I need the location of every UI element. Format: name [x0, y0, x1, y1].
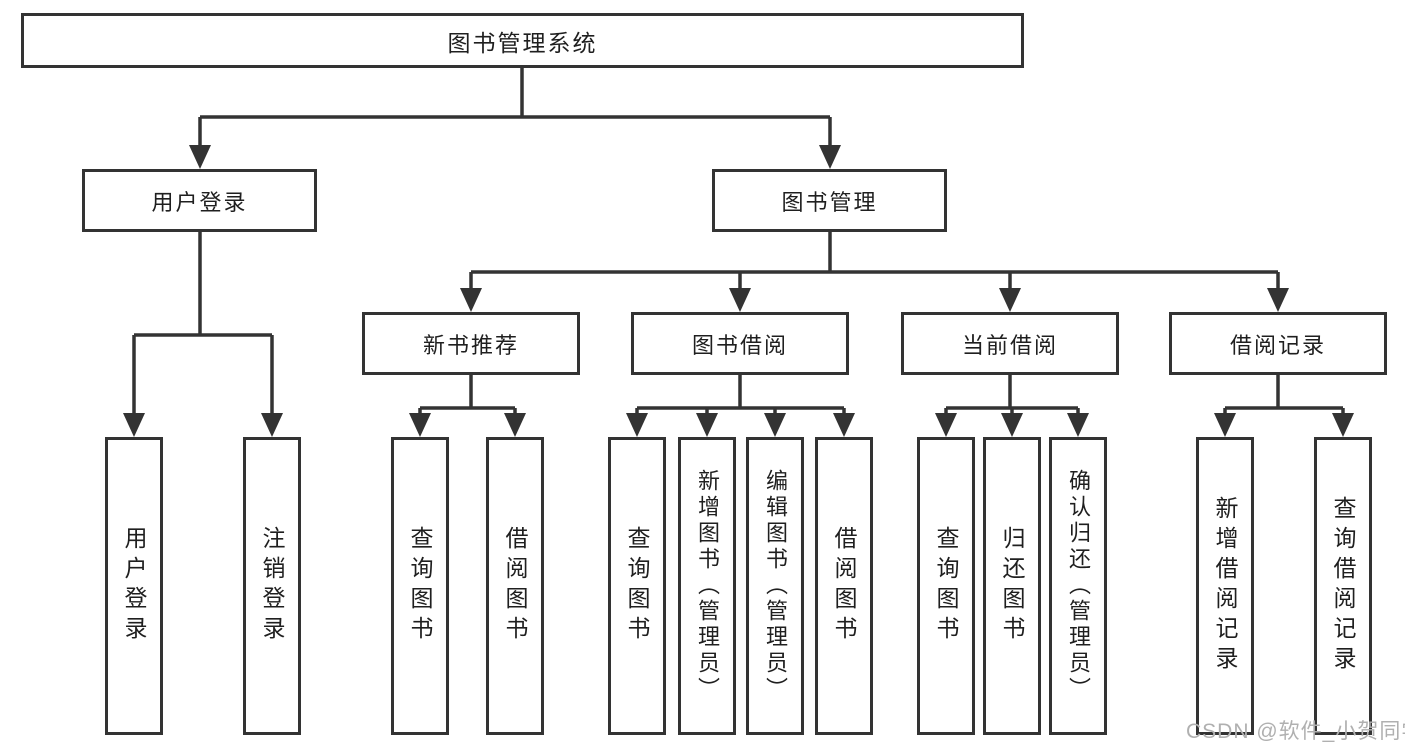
leaf-logout: 注销登录: [243, 437, 301, 735]
leaf-query-books-recommend: 查询图书: [391, 437, 449, 735]
leaf-add-borrow-record: 新增借阅记录: [1196, 437, 1254, 735]
leaf-borrow-books-recommend: 借阅图书: [486, 437, 544, 735]
leaf-query-borrow-record: 查询借阅记录: [1314, 437, 1372, 735]
node-library-management-system: 图书管理系统: [21, 13, 1024, 68]
leaf-add-book-admin: 新增图书（管理员）: [678, 437, 736, 735]
leaf-borrow-books-borrowing: 借阅图书: [815, 437, 873, 735]
leaf-query-books-current: 查询图书: [917, 437, 975, 735]
csdn-watermark: CSDN @软件_小贺同学: [1186, 720, 1405, 743]
leaf-edit-book-admin: 编辑图书（管理员）: [746, 437, 804, 735]
node-new-book-recommendation: 新书推荐: [362, 312, 580, 375]
leaf-query-books-borrowing: 查询图书: [608, 437, 666, 735]
node-book-management: 图书管理: [712, 169, 947, 232]
node-current-borrowing: 当前借阅: [901, 312, 1119, 375]
node-borrowing-records: 借阅记录: [1169, 312, 1387, 375]
leaf-confirm-return-admin: 确认归还（管理员）: [1049, 437, 1107, 735]
leaf-return-book: 归还图书: [983, 437, 1041, 735]
leaf-user-login: 用户登录: [105, 437, 163, 735]
node-user-login: 用户登录: [82, 169, 317, 232]
node-book-borrowing: 图书借阅: [631, 312, 849, 375]
